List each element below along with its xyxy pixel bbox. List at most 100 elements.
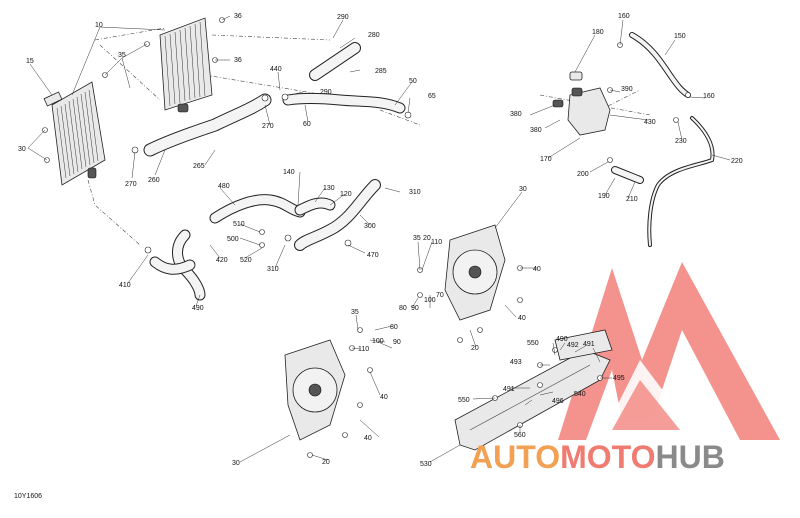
callout-30: 30 [519, 186, 527, 193]
callout-40: 40 [533, 266, 541, 273]
callout-60: 60 [303, 121, 311, 128]
callout-110: 110 [358, 346, 369, 353]
callout-20: 20 [423, 235, 431, 242]
callout-10: 10 [95, 22, 103, 29]
watermark-text: AUTOMOTOHUB [470, 441, 725, 473]
callout-40: 40 [380, 394, 388, 401]
callout-520: 520 [240, 257, 252, 264]
callout-492: 492 [567, 342, 579, 349]
callout-490: 490 [192, 305, 204, 312]
callout-290: 290 [337, 14, 349, 21]
callout-430: 430 [644, 119, 656, 126]
hose-220 [647, 116, 715, 247]
watermark-moto: MOTO [560, 439, 656, 475]
callout-140: 140 [283, 169, 295, 176]
callout-495: 495 [613, 375, 625, 382]
callout-530: 530 [420, 461, 432, 468]
callout-50: 50 [409, 78, 417, 85]
callout-90: 90 [393, 339, 401, 346]
callout-390: 390 [621, 86, 633, 93]
callout-493: 493 [510, 359, 522, 366]
callout-120: 120 [340, 191, 352, 198]
callout-420: 420 [216, 257, 228, 264]
callout-20: 20 [471, 345, 479, 352]
callout-150: 150 [674, 33, 686, 40]
callout-160: 160 [703, 93, 715, 100]
callout-90: 90 [411, 305, 419, 312]
callout-260: 260 [148, 177, 160, 184]
callout-40: 40 [518, 315, 526, 322]
fasteners [42, 17, 691, 458]
callout-20: 20 [322, 459, 330, 466]
callout-40: 40 [364, 435, 372, 442]
hose-120 [294, 197, 336, 216]
callout-35: 35 [413, 235, 421, 242]
callout-labels: 10 36 36 35 15 30 270 260 265 290 280 28… [18, 13, 743, 468]
callout-310: 310 [409, 189, 421, 196]
callout-380: 380 [510, 111, 522, 118]
callout-510: 510 [233, 221, 245, 228]
watermark-logo [558, 262, 780, 440]
callout-380: 380 [530, 127, 542, 134]
radiator-cap-plate [43, 91, 63, 107]
callout-265: 265 [193, 163, 205, 170]
callout-36: 36 [234, 57, 242, 64]
callout-190: 190 [598, 193, 610, 200]
callout-35: 35 [118, 52, 126, 59]
callout-440: 440 [270, 66, 282, 73]
hose-410 [149, 256, 196, 275]
callout-30: 30 [232, 460, 240, 467]
callout-270: 270 [125, 181, 137, 188]
callout-220: 220 [731, 158, 743, 165]
callout-470: 470 [367, 252, 379, 259]
fan-shroud-lower [284, 339, 346, 441]
coolant-reservoir [552, 71, 611, 136]
callout-100: 100 [424, 297, 436, 304]
hose-290 [282, 93, 406, 114]
callout-540: 540 [574, 391, 586, 398]
callout-500: 500 [227, 236, 239, 243]
callout-230: 230 [675, 138, 687, 145]
callout-550: 550 [527, 340, 539, 347]
fan-shroud-upper [444, 224, 506, 321]
callout-36: 36 [234, 13, 242, 20]
callout-491: 491 [503, 386, 515, 393]
figure-code: 10Y1606 [14, 493, 43, 500]
callout-410: 410 [119, 282, 131, 289]
watermark-hub: HUB [655, 439, 725, 475]
callout-160: 160 [618, 13, 630, 20]
callout-170: 170 [540, 156, 552, 163]
callout-130: 130 [323, 185, 335, 192]
leader-lines [27, 15, 731, 463]
callout-270: 270 [262, 123, 274, 130]
callout-490: 490 [556, 336, 568, 343]
callout-100: 100 [372, 338, 384, 345]
callout-70: 70 [436, 292, 444, 299]
callout-65: 65 [428, 93, 436, 100]
callout-35: 35 [351, 309, 359, 316]
callout-15: 15 [26, 58, 34, 65]
hose-480 [209, 194, 306, 224]
watermark-auto: AUTO [470, 439, 561, 475]
hose-200 [611, 166, 644, 184]
callout-180: 180 [592, 29, 604, 36]
callout-491: 491 [583, 341, 595, 348]
hose-280 [309, 42, 361, 81]
callout-210: 210 [626, 196, 638, 203]
callout-280: 280 [368, 32, 380, 39]
callout-560: 560 [514, 432, 526, 439]
callout-285: 285 [375, 68, 387, 75]
callout-496: 496 [552, 398, 564, 405]
callout-480: 480 [218, 183, 230, 190]
callout-300: 300 [364, 223, 376, 230]
callout-310: 310 [267, 266, 279, 273]
hose-300 [294, 179, 381, 251]
callout-200: 200 [577, 171, 589, 178]
callout-30: 30 [18, 146, 26, 153]
callout-110: 110 [431, 239, 442, 246]
hose-260 [143, 93, 272, 157]
callout-550: 550 [458, 397, 470, 404]
callout-80: 80 [399, 305, 407, 312]
